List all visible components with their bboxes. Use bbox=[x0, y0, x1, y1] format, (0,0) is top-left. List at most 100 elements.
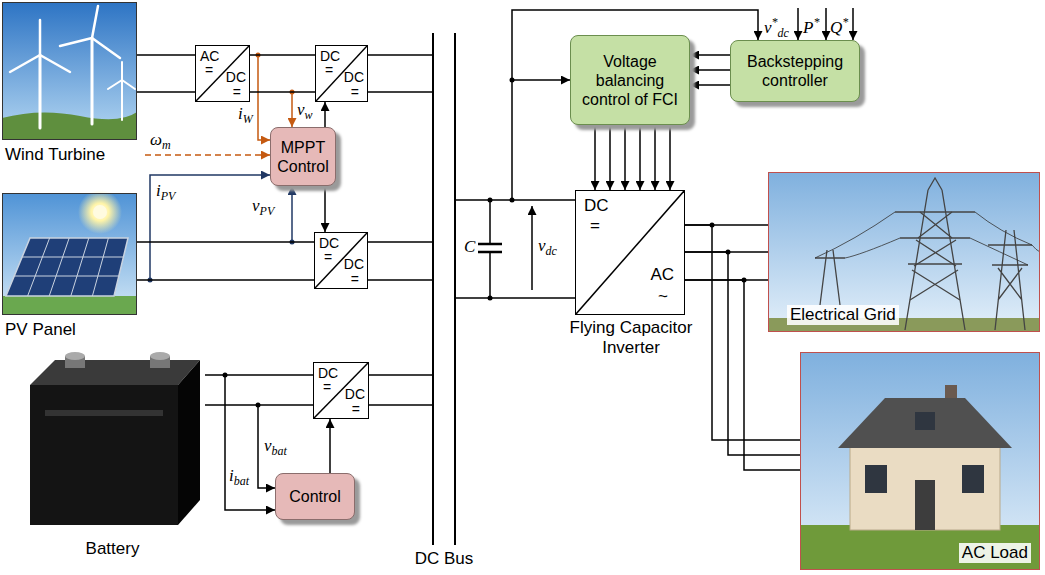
ac-load-house-picture-part bbox=[865, 465, 887, 493]
signal-subscript: bat bbox=[234, 474, 249, 488]
connector-line bbox=[685, 252, 800, 455]
signal-label: vdc bbox=[538, 236, 557, 261]
electrical-grid-photo: Electrical Grid bbox=[768, 172, 1040, 332]
power-connector bbox=[368, 242, 432, 280]
power-connector bbox=[369, 375, 432, 405]
connector-line bbox=[368, 279, 432, 281]
power-connector bbox=[137, 242, 314, 280]
converter-symbol-text: = bbox=[351, 272, 359, 286]
signal-label: vPV bbox=[252, 196, 274, 221]
wind-turbine-picture-part-part bbox=[60, 6, 120, 58]
signal-label: vw bbox=[297, 100, 313, 125]
connectors bbox=[137, 55, 800, 473]
power-connector bbox=[325, 186, 326, 232]
pv-sensing-wires-part bbox=[150, 175, 270, 280]
converter-symbol-text: DC bbox=[345, 387, 365, 401]
balancing-controller: Voltage balancing control of FCI bbox=[570, 35, 690, 125]
dc-dc-converter: DC=DC= bbox=[315, 45, 368, 102]
mppt-controller: MPPT Control bbox=[270, 127, 336, 186]
wind-turbine-picture-part-part bbox=[39, 55, 42, 128]
wind-turbine-picture-part bbox=[2, 2, 137, 140]
connector-line bbox=[205, 404, 313, 406]
signal-symbol: i bbox=[229, 466, 234, 485]
connector-line bbox=[690, 84, 730, 86]
ac-load-house-picture-part bbox=[850, 445, 1000, 530]
connector-line bbox=[205, 374, 313, 376]
electrical-grid-picture-part-part bbox=[815, 212, 1040, 265]
ac-load-house-picture-part bbox=[962, 465, 984, 493]
connector-line bbox=[368, 241, 432, 243]
controller-signal-wires-part bbox=[512, 79, 570, 81]
converter-symbol-text: = bbox=[323, 380, 331, 394]
connector-line bbox=[669, 125, 671, 190]
signal-label: C bbox=[464, 237, 475, 257]
signal-subscript: PV bbox=[161, 189, 176, 203]
controller-signal-wires-part bbox=[852, 8, 854, 40]
controller-label: Backstepping controller bbox=[735, 52, 855, 90]
wind-turbine-picture bbox=[2, 2, 137, 140]
photo-caption: Electrical Grid bbox=[787, 305, 899, 325]
connector-line bbox=[368, 54, 432, 56]
controller-label: MPPT Control bbox=[275, 138, 331, 176]
controller-label: Voltage balancing control of FCI bbox=[575, 52, 685, 109]
signal-symbol: v bbox=[764, 18, 772, 37]
battery-picture bbox=[30, 352, 200, 525]
converter-symbol-text: DC bbox=[584, 197, 609, 215]
ac-load-house-picture bbox=[800, 352, 1040, 570]
power-connector bbox=[456, 200, 575, 298]
pv-panel-picture-part bbox=[78, 190, 122, 234]
wind-turbine-picture-part-part bbox=[108, 62, 135, 89]
flying-capacitor-inverter: DC=AC~Flying Capacitor Inverter bbox=[575, 190, 685, 315]
signal-symbol: ω bbox=[150, 130, 162, 149]
connector-line bbox=[685, 280, 800, 470]
ac-load-house-picture-part bbox=[800, 352, 1040, 570]
converter-symbol-text: DC bbox=[344, 70, 364, 84]
photo-caption: Battery bbox=[86, 539, 140, 559]
dc-bus: DC Bus bbox=[432, 33, 456, 545]
battery-picture-part bbox=[178, 360, 200, 525]
connector-line bbox=[137, 91, 195, 93]
converter-symbol-text: = bbox=[351, 85, 359, 99]
wind-turbine-photo: Wind Turbine bbox=[2, 2, 137, 140]
converter-symbol-text: DC bbox=[318, 366, 338, 380]
wind-sensing-wires-part bbox=[258, 55, 270, 140]
connector-line bbox=[324, 102, 326, 127]
bus-label: DC Bus bbox=[415, 549, 474, 569]
signal-symbol: Q bbox=[830, 18, 842, 37]
dc-link-capacitor-part bbox=[478, 244, 502, 252]
battery-sensing-wires-part bbox=[225, 375, 275, 510]
signal-label: v*dc bbox=[764, 12, 789, 43]
ac-dc-converter: AC=DC= bbox=[195, 45, 250, 102]
pv-sensing-wires bbox=[150, 175, 292, 280]
converter-symbol-text: DC bbox=[226, 70, 246, 84]
signal-subscript: PV bbox=[260, 204, 275, 218]
connector-line bbox=[369, 374, 432, 376]
electrical-grid-picture-part-part bbox=[895, 212, 975, 264]
power-connector bbox=[325, 102, 326, 127]
dc-dc-converter: DC=DC= bbox=[313, 362, 369, 419]
signal-label: iPV bbox=[156, 181, 175, 206]
controller-signal-wires-part bbox=[825, 8, 827, 40]
pv-panel-picture bbox=[2, 190, 137, 315]
backstepping-controller: Backstepping controller bbox=[730, 40, 860, 102]
converter-symbol-text: = bbox=[324, 250, 332, 264]
connector-line bbox=[137, 241, 314, 243]
connector-line bbox=[456, 297, 575, 299]
connector-line bbox=[456, 199, 575, 201]
ac-load-house-picture-part bbox=[915, 412, 935, 430]
converter-symbol-text: = bbox=[233, 85, 241, 99]
ac-load-house-picture-part bbox=[915, 480, 935, 530]
signal-subscript: w bbox=[305, 108, 313, 122]
pv-panel-picture-part bbox=[6, 238, 128, 296]
electrical-grid-picture-part bbox=[768, 172, 1040, 332]
converter-symbol-text: = bbox=[590, 217, 600, 235]
battery-photo: Battery bbox=[20, 340, 205, 535]
signal-subscript: bat bbox=[272, 444, 287, 458]
signal-label: vbat bbox=[264, 436, 287, 461]
converter-symbol-text: = bbox=[205, 63, 213, 77]
electrical-grid-picture-part-part bbox=[910, 212, 960, 300]
dc-link-capacitor bbox=[478, 200, 502, 298]
signal-subscript: dc bbox=[546, 244, 557, 258]
ac-load-photo: AC Load bbox=[800, 352, 1040, 570]
